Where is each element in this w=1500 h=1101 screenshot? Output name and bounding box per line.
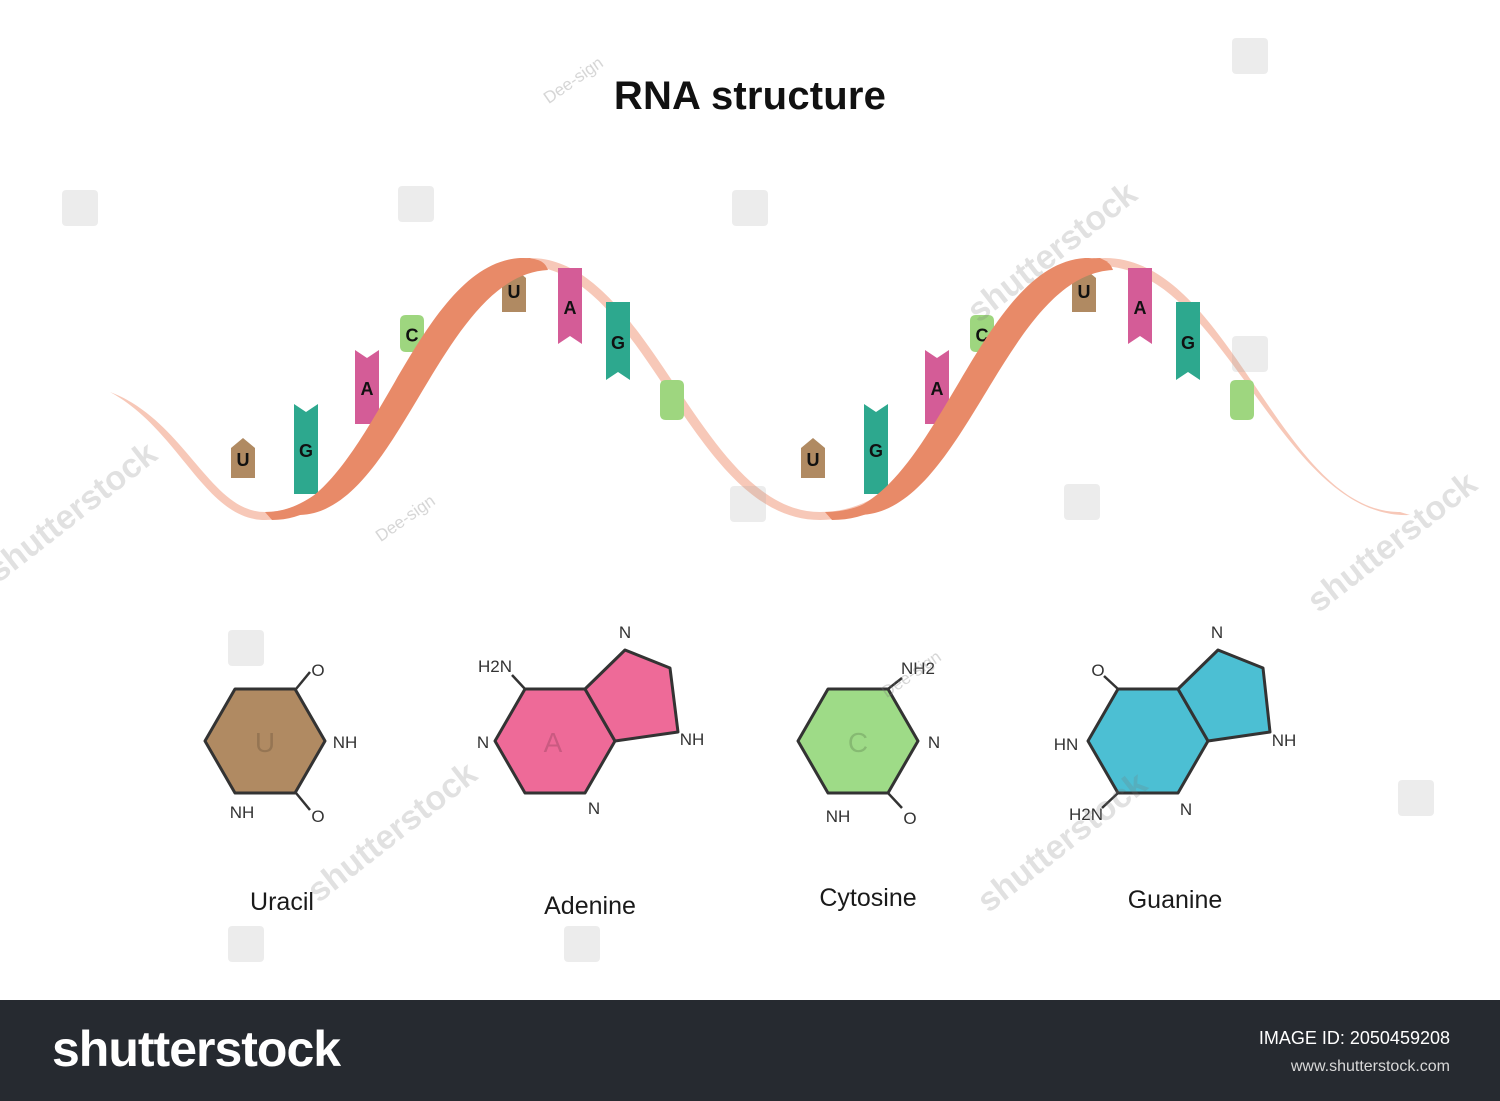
- site-url: www.shutterstock.com: [1290, 1058, 1450, 1075]
- uracil-ring: [203, 687, 327, 795]
- label-adenine: Adenine: [544, 892, 636, 920]
- atom-label: H2N: [1069, 805, 1103, 824]
- helix-base-letter: C: [406, 326, 419, 346]
- helix-base-letter: A: [931, 379, 944, 399]
- bond-line: [295, 671, 311, 690]
- helix-base-tab: [1176, 302, 1200, 380]
- guanine-five-ring: [1176, 648, 1272, 743]
- brand-logo: shutterstock: [52, 1021, 341, 1077]
- diagram-canvas: RNA structure U G A C U A G U G A C U A G U O NH NH O A H2N…: [0, 38, 1485, 962]
- atom-label: NH: [333, 733, 358, 752]
- helix-base-tab: [1230, 380, 1254, 420]
- atom-label: N: [588, 799, 600, 818]
- atom-label: NH2: [901, 659, 935, 678]
- cytosine-ring: [796, 687, 920, 795]
- atom-label: HN: [1054, 735, 1079, 754]
- helix-base-tab: [925, 350, 949, 424]
- atom-label: N: [1211, 623, 1223, 642]
- helix-base-tab: [606, 302, 630, 380]
- helix-base-letter: G: [611, 333, 625, 353]
- atom-label: N: [477, 733, 489, 752]
- bond-line: [511, 674, 526, 690]
- atom-label: NH: [230, 803, 255, 822]
- ring-letter: U: [255, 727, 275, 758]
- adenine-five-ring: [583, 648, 680, 743]
- ring-letter: A: [544, 727, 563, 758]
- label-cytosine: Cytosine: [819, 884, 917, 912]
- image-id: IMAGE ID: 2050459208: [1258, 1028, 1450, 1048]
- atom-label: N: [619, 623, 631, 642]
- atom-label: NH: [680, 730, 705, 749]
- atom-label: NH: [826, 807, 851, 826]
- atom-label: N: [928, 733, 940, 752]
- helix-base-letter: U: [237, 450, 250, 470]
- atom-label: O: [311, 661, 324, 680]
- bond-line: [887, 677, 903, 690]
- label-uracil: Uracil: [250, 888, 314, 916]
- atom-label: O: [311, 807, 324, 826]
- ribbon-front-band: [265, 258, 1113, 515]
- helix-base-tab: [400, 315, 424, 352]
- helix-base-tab: [801, 438, 825, 478]
- atom-label: O: [903, 809, 916, 828]
- helix-base-tab: [355, 350, 379, 424]
- diagram-title: RNA structure: [613, 74, 887, 118]
- helix-base-letter: G: [869, 441, 883, 461]
- helix-base-letter: U: [508, 282, 521, 302]
- atom-label: NH: [1272, 731, 1297, 750]
- helix-base-letter: A: [1134, 298, 1147, 318]
- footer-bar: shutterstock IMAGE ID: 2050459208 www.sh…: [0, 1000, 1500, 1101]
- bond-line: [1103, 675, 1119, 690]
- atom-label: O: [1091, 661, 1104, 680]
- label-guanine: Guanine: [1127, 886, 1223, 914]
- helix-base-letter: U: [807, 450, 820, 470]
- helix-base-letter: U: [1078, 282, 1091, 302]
- atom-label: H2N: [478, 657, 512, 676]
- helix-base-tab: [660, 380, 684, 420]
- helix-base-tab: [294, 404, 318, 494]
- helix-base-letter: A: [361, 379, 374, 399]
- helix-base-letter: A: [564, 298, 577, 318]
- helix-base-tab: [558, 268, 582, 344]
- ring-letter: C: [848, 727, 868, 758]
- helix-base-tab: [1128, 268, 1152, 344]
- bond-line: [295, 792, 311, 811]
- helix-base-letter: G: [299, 441, 313, 461]
- helix-base-letter: G: [1181, 333, 1195, 353]
- helix-base-tab: [864, 404, 888, 494]
- atom-label: N: [1180, 800, 1192, 819]
- bond-line: [1101, 792, 1119, 809]
- helix-base-tab: [231, 438, 255, 478]
- bond-line: [887, 792, 903, 809]
